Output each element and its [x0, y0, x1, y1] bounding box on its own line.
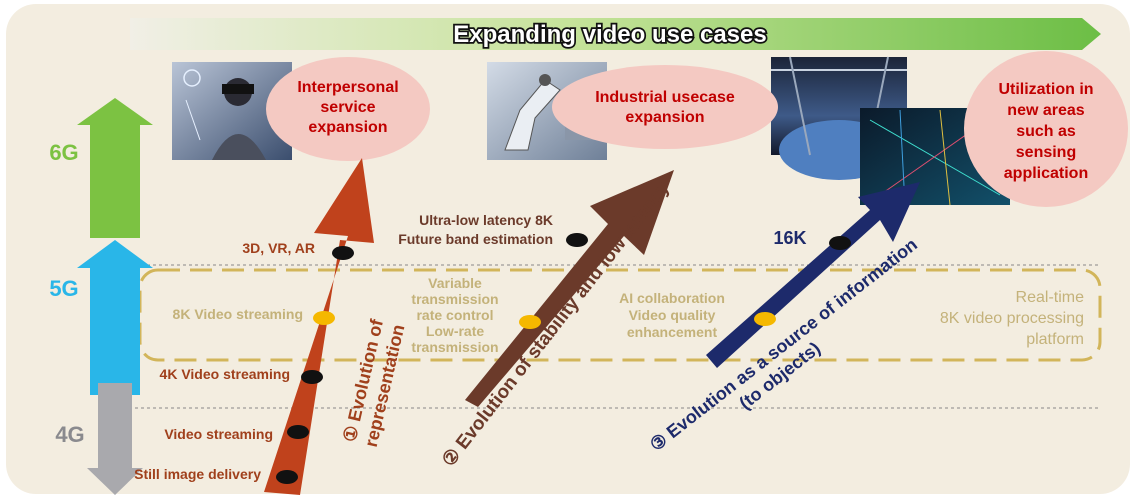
arrow1-number: ① — [339, 424, 362, 444]
utilization-text-1: Utilization in — [998, 81, 1093, 98]
dot-3d-vr-ar — [332, 246, 354, 260]
4g-arrow — [87, 383, 143, 495]
6g-label: 6G — [49, 140, 78, 165]
label-ai-1: AI collaboration — [619, 290, 725, 306]
label-video-streaming: Video streaming — [164, 426, 273, 442]
industrial-bubble — [552, 65, 778, 149]
interpersonal-bubble — [266, 57, 430, 161]
label-3d-vr-ar: 3D, VR, AR — [242, 240, 315, 256]
interpersonal-text-3: expansion — [308, 119, 387, 136]
platform-label-1: Real-time — [1016, 289, 1085, 306]
label-still-image: Still image delivery — [134, 466, 261, 482]
label-16k: 16K — [773, 228, 806, 248]
label-ultra-low-1: Ultra-low latency 8K — [419, 212, 553, 228]
dot-ultra-low-latency — [566, 233, 588, 247]
dot-video-streaming — [287, 425, 309, 439]
industrial-text-1: Industrial usecase — [595, 89, 735, 106]
arrow-stability-latency — [465, 170, 674, 407]
arrow-representation — [264, 158, 374, 495]
4g-label: 4G — [55, 422, 84, 447]
interpersonal-text-1: Interpersonal — [297, 79, 398, 96]
label-ai-2: Video quality — [629, 307, 716, 323]
dot-variable-rate — [519, 315, 541, 329]
dot-8k-streaming — [313, 311, 335, 325]
6g-arrow — [77, 98, 153, 238]
label-ultra-low-2: Future band estimation — [398, 231, 553, 247]
dot-still-image — [276, 470, 298, 484]
industrial-text-2: expansion — [625, 109, 704, 126]
utilization-text-5: application — [1004, 165, 1088, 182]
label-ai-3: enhancement — [627, 324, 718, 340]
label-4k-streaming: 4K Video streaming — [160, 366, 290, 382]
label-variable-1: Variable — [428, 275, 482, 291]
label-variable-4: Low-rate — [426, 323, 485, 339]
5g-arrow — [77, 240, 153, 395]
banner-title: Expanding video use cases — [453, 21, 766, 48]
dot-4k-streaming — [301, 370, 323, 384]
realtime-platform-box — [138, 268, 1102, 362]
dot-16k — [829, 236, 851, 250]
interpersonal-text-2: service — [320, 99, 375, 116]
platform-label-3: platform — [1026, 331, 1084, 348]
banner-arrow — [130, 18, 1101, 50]
platform-label-2: 8K video processing — [940, 310, 1084, 327]
utilization-text-3: such as — [1016, 123, 1076, 140]
utilization-text-4: sensing — [1016, 144, 1076, 161]
label-variable-2: transmission — [411, 291, 498, 307]
utilization-text-2: new areas — [1007, 102, 1084, 119]
label-variable-5: transmission — [411, 339, 498, 355]
dot-ai-collaboration — [754, 312, 776, 326]
label-8k-streaming: 8K Video streaming — [173, 306, 303, 322]
5g-label: 5G — [49, 276, 78, 301]
label-variable-3: rate control — [416, 307, 493, 323]
utilization-bubble — [964, 51, 1128, 207]
